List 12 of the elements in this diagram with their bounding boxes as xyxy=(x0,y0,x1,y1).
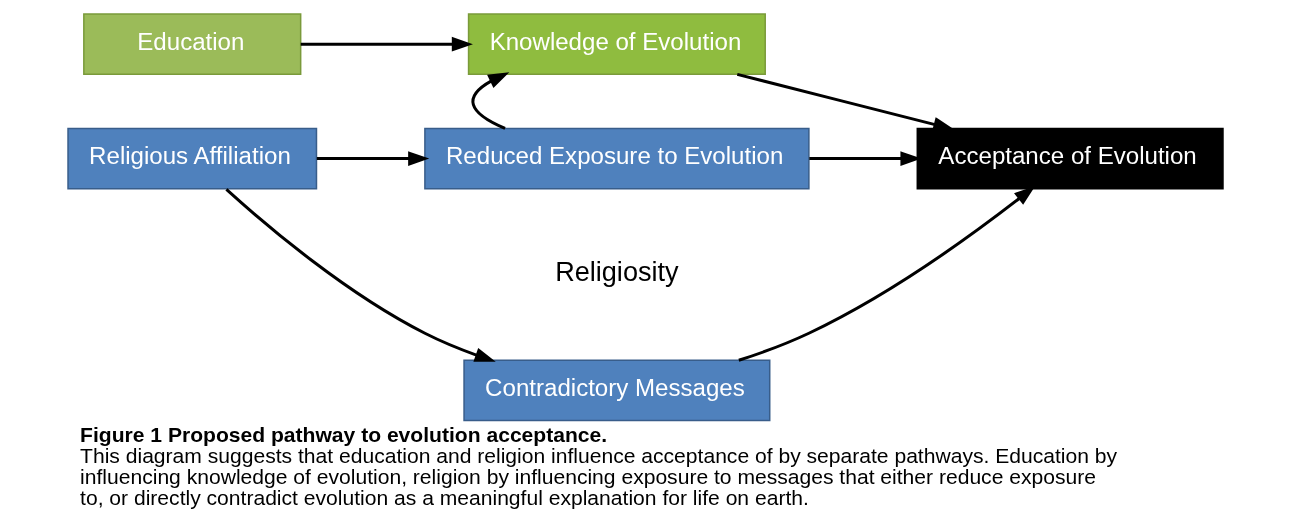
node-box: Contradictory Messages xyxy=(462,359,770,422)
node-box: Religious Affiliation xyxy=(66,127,317,190)
node-box: Acceptance of Evolution xyxy=(916,127,1224,190)
arrow xyxy=(300,36,473,52)
label: Religiosity xyxy=(554,256,679,288)
arrow xyxy=(471,72,509,130)
arrow xyxy=(224,188,496,362)
node-box: Reduced Exposure to Evolution xyxy=(423,127,810,190)
caption: Figure 1 Proposed pathway to evolution acceptance. This diagram suggests that education and religion influence acceptance of by separate pathways. Education by influencing knowledge of evolution, religion by influencing exposure to messages that either reduce exposure to, or directly contradict evolution as a meaningful explanation for life on earth. xyxy=(79,422,1117,510)
node-box: Education xyxy=(82,13,301,75)
arrow xyxy=(316,151,429,166)
node-box: Knowledge of Evolution xyxy=(467,13,766,75)
